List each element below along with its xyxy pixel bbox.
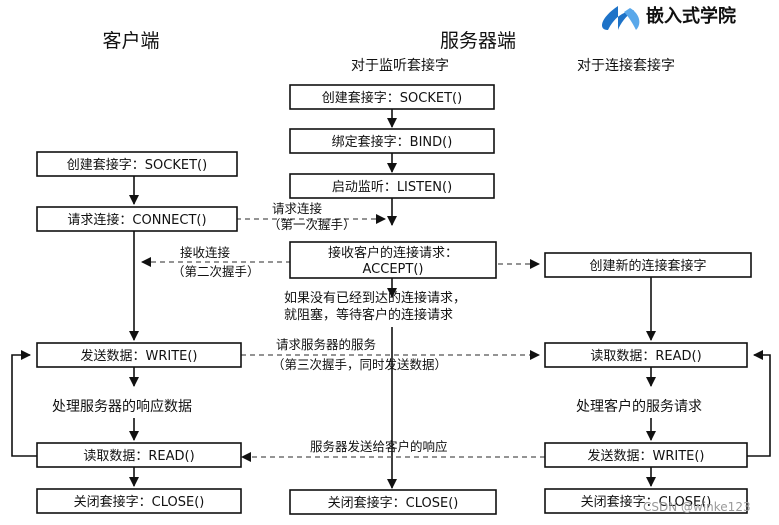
server-read-box xyxy=(544,342,748,368)
server-process-label: 处理客户的服务请求 xyxy=(576,398,702,415)
server-close-label: 关闭套接字：CLOSE() xyxy=(328,495,459,511)
client-socket-box xyxy=(36,151,238,177)
client-connect-label: 请求连接：CONNECT() xyxy=(67,212,206,228)
listen-box xyxy=(289,173,495,199)
server-write-box xyxy=(544,442,748,468)
accept-box xyxy=(289,241,497,279)
bind-box xyxy=(289,128,495,154)
bind-label: 绑定套接字：BIND() xyxy=(332,134,453,150)
client-header: 客户端 xyxy=(102,30,159,52)
server-write-label: 发送数据：WRITE() xyxy=(587,448,704,464)
new-conn-socket-label: 创建新的连接套接字 xyxy=(589,258,706,274)
client-connect-box xyxy=(36,206,238,232)
accept-connect-handshake: （第二次握手） xyxy=(172,264,260,279)
logo-icon xyxy=(602,6,634,30)
accept-label-2: ACCEPT() xyxy=(363,262,424,277)
service-request-handshake: （第三次握手，同时发送数据） xyxy=(272,357,447,372)
watermark: CSDN @winke123 xyxy=(643,500,751,514)
accept-connect-label: 接收连接 xyxy=(180,245,231,260)
accept-label-1: 接收客户的连接请求： xyxy=(328,245,458,261)
client-write-box xyxy=(36,342,242,368)
message-arrows xyxy=(141,214,545,462)
logo: 嵌入式学院 xyxy=(602,5,736,30)
client-socket-label: 创建套接字：SOCKET() xyxy=(67,157,207,173)
client-process-label: 处理服务器的响应数据 xyxy=(52,398,192,415)
conn-close-box xyxy=(544,488,748,514)
new-conn-socket-box xyxy=(544,252,752,278)
server-response-label: 服务器发送给客户的响应 xyxy=(310,439,448,454)
client-write-label: 发送数据：WRITE() xyxy=(80,348,197,364)
client-read-box xyxy=(36,442,242,468)
client-close-box xyxy=(36,488,242,514)
block-note-2: 就阻塞，等待客户的连接请求 xyxy=(284,307,453,323)
listen-socket-box xyxy=(289,84,495,110)
listen-label: 启动监听：LISTEN() xyxy=(332,180,452,195)
flow-lines xyxy=(11,109,771,489)
client-close-label: 关闭套接字：CLOSE() xyxy=(74,494,205,510)
block-note-1: 如果没有已经到达的连接请求， xyxy=(284,290,466,306)
listen-socket-header: 对于监听套接字 xyxy=(351,57,449,74)
conn-socket-header: 对于连接套接字 xyxy=(577,57,675,74)
client-read-label: 读取数据：READ() xyxy=(83,449,194,464)
server-close-box xyxy=(289,489,497,515)
req-connect-label: 请求连接 xyxy=(272,201,323,216)
conn-close-label: 关闭套接字：CLOSE() xyxy=(581,494,712,510)
listen-socket-label: 创建套接字：SOCKET() xyxy=(322,90,462,106)
service-request-label: 请求服务器的服务 xyxy=(276,337,376,352)
server-read-label: 读取数据：READ() xyxy=(590,349,701,364)
logo-text: 嵌入式学院 xyxy=(646,5,736,27)
req-connect-handshake: （第一次握手） xyxy=(268,217,356,232)
server-header: 服务器端 xyxy=(440,30,516,52)
